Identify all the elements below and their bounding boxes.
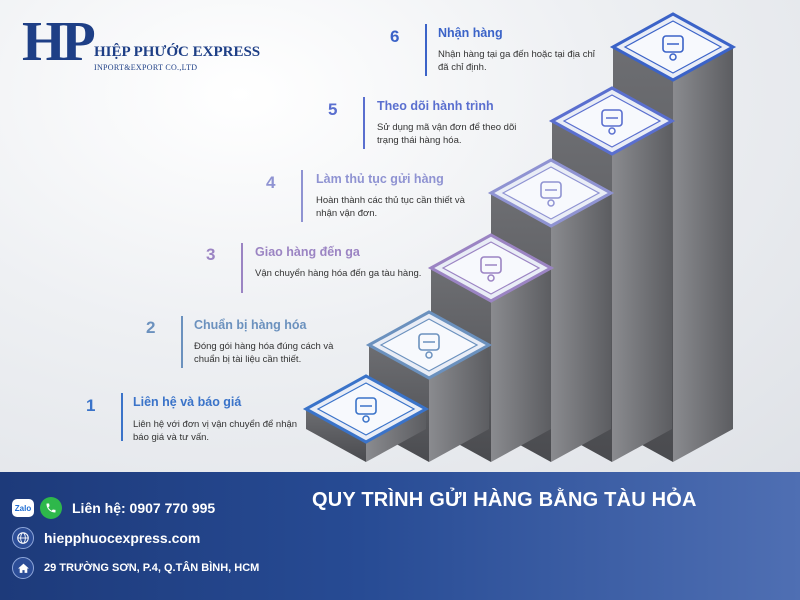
step-number: 4 xyxy=(266,173,276,192)
phone-icon[interactable] xyxy=(40,497,62,519)
address-row: 29 TRƯỜNG SƠN, P.4, Q.TÂN BÌNH, HCM xyxy=(12,556,259,580)
chat-phone-icon xyxy=(355,397,377,423)
logo-initials: HP xyxy=(22,11,96,73)
step-divider xyxy=(181,316,183,368)
globe-icon xyxy=(12,527,34,549)
location-tracking-icon xyxy=(601,109,623,135)
step-description: Nhận hàng tại ga đến hoặc tại địa chỉ đã… xyxy=(438,49,595,73)
website-link[interactable]: hiepphuocexpress.com xyxy=(44,530,201,546)
staircase-graphic xyxy=(302,12,737,462)
step-riser-right xyxy=(551,193,611,462)
step-description: Liên hệ với đơn vị vận chuyển để nhận bá… xyxy=(133,419,298,443)
step-title: Liên hệ và báo giá xyxy=(133,395,242,409)
zalo-icon[interactable]: Zalo xyxy=(12,499,34,517)
step-number: 3 xyxy=(206,245,216,264)
step-description: Sử dụng mã vận đơn để theo dõi trạng thá… xyxy=(377,122,517,146)
step-title: Làm thủ tục gửi hàng xyxy=(316,172,444,186)
step-riser-right xyxy=(673,47,733,462)
step-number: 2 xyxy=(146,318,156,337)
step-divider xyxy=(301,170,303,222)
person-documents-icon xyxy=(540,181,562,207)
step-top-inner-4 xyxy=(501,166,601,220)
step-riser-right xyxy=(612,121,672,462)
delivery-person-icon xyxy=(662,35,684,61)
step-top-inner-3 xyxy=(441,241,541,295)
step-divider xyxy=(241,243,243,293)
step-divider xyxy=(363,97,365,149)
website-row[interactable]: hiepphuocexpress.com xyxy=(12,526,200,550)
footer-bar: QUY TRÌNH GỬI HÀNG BẰNG TÀU HỎA Zalo Liê… xyxy=(0,472,800,600)
step-top-inner-2 xyxy=(379,318,479,372)
step-top-inner-1 xyxy=(316,382,416,436)
step-description: Vận chuyển hàng hóa đến ga tàu hàng. xyxy=(255,268,422,279)
step-description: Đóng gói hàng hóa đúng cách và chuẩn bị … xyxy=(194,341,334,365)
home-icon xyxy=(12,557,34,579)
process-headline: QUY TRÌNH GỬI HÀNG BẰNG TÀU HỎA xyxy=(312,489,697,511)
phone-contact-row[interactable]: Zalo Liên hệ: 0907 770 995 xyxy=(12,496,215,520)
step-number: 5 xyxy=(328,100,338,119)
logo-company-name: HIỆP PHƯỚC EXPRESS xyxy=(94,44,261,60)
step-title: Giao hàng đến ga xyxy=(255,245,360,259)
step-number: 1 xyxy=(86,396,96,415)
step-riser-right xyxy=(429,345,489,462)
step-riser-left xyxy=(306,409,366,462)
phone-number[interactable]: Liên hệ: 0907 770 995 xyxy=(72,500,216,516)
company-logo[interactable]: HP HIỆP PHƯỚC EXPRESS INPORT&EXPORT CO.,… xyxy=(22,11,260,74)
address-text: 29 TRƯỜNG SƠN, P.4, Q.TÂN BÌNH, HCM xyxy=(44,562,260,574)
step-top-inner-5 xyxy=(562,94,662,148)
step-riser-right xyxy=(491,268,551,462)
step-description: Hoàn thành các thủ tục cần thiết và nhận… xyxy=(316,195,465,219)
logo-tagline: INPORT&EXPORT CO.,LTD xyxy=(94,63,198,72)
step-number: 6 xyxy=(390,27,400,46)
step-riser-right xyxy=(366,409,426,462)
worker-conveyor-icon xyxy=(418,333,440,359)
step-title: Theo dõi hành trình xyxy=(377,99,494,113)
step-title: Nhận hàng xyxy=(438,26,503,40)
luggage-cart-icon xyxy=(480,256,502,282)
step-top-inner-6 xyxy=(623,20,723,74)
step-title: Chuẩn bị hàng hóa xyxy=(194,318,307,332)
step-divider xyxy=(425,24,427,76)
step-divider xyxy=(121,393,123,441)
